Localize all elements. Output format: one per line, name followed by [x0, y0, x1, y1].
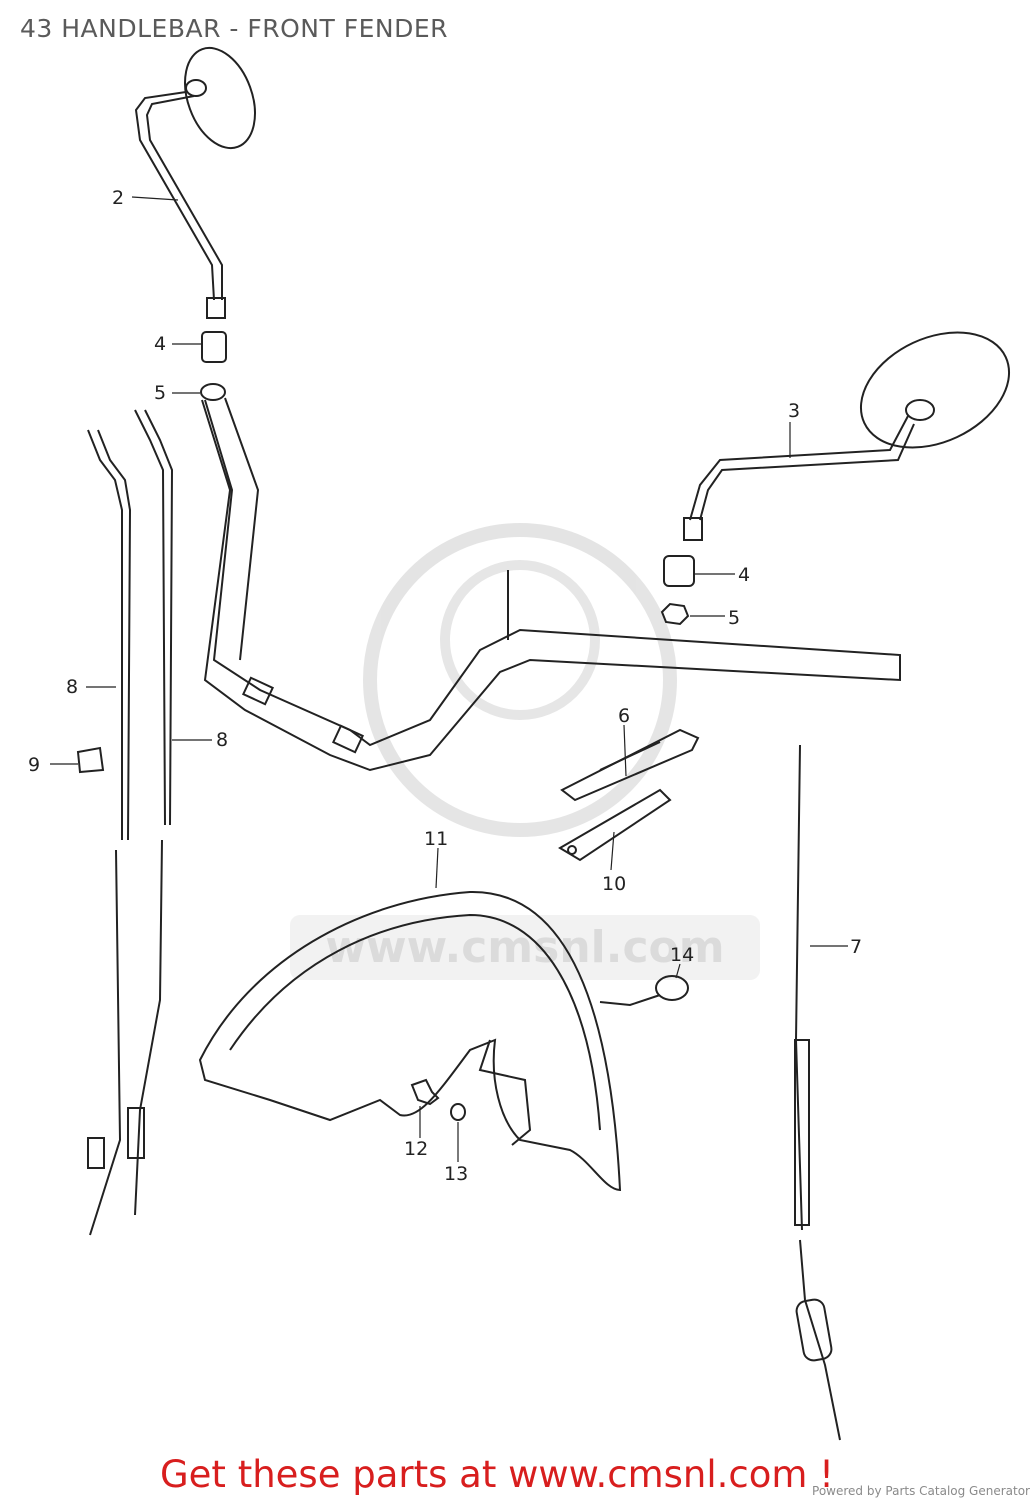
leader-lines [50, 196, 848, 1162]
strap[interactable] [560, 728, 700, 802]
callouts: 2 3 4 4 5 5 6 7 8 8 9 10 11 12 13 14 [28, 187, 862, 1185]
left-adapter-nut[interactable] [201, 331, 227, 363]
watermark-text: www.cmsnl.com [325, 922, 724, 973]
callout-4-left: 4 [154, 333, 166, 355]
reflector[interactable] [599, 975, 689, 1007]
watermark: www.cmsnl.com [290, 523, 760, 980]
callout-5-left: 5 [154, 382, 166, 404]
fender-bracket[interactable] [558, 788, 672, 862]
left-mirror[interactable] [134, 38, 268, 319]
bolt[interactable] [410, 1078, 440, 1106]
callout-11: 11 [424, 828, 448, 850]
cable-8-left[interactable] [87, 429, 132, 1236]
callout-6: 6 [618, 705, 630, 727]
callout-13: 13 [444, 1163, 468, 1185]
cable-clip[interactable] [76, 746, 105, 774]
front-fender[interactable] [198, 890, 622, 1192]
right-lock-nut[interactable] [660, 602, 690, 626]
callout-10: 10 [602, 873, 626, 895]
callout-2: 2 [112, 187, 124, 209]
left-lock-nut[interactable] [200, 383, 226, 401]
callout-4-right: 4 [738, 564, 750, 586]
callout-14: 14 [670, 944, 694, 966]
right-adapter-nut[interactable] [663, 555, 695, 587]
callout-8-left: 8 [66, 676, 78, 698]
cable-8-right[interactable] [127, 409, 174, 1216]
page-title: 43 HANDLEBAR - FRONT FENDER [20, 14, 449, 43]
right-mirror[interactable] [683, 310, 1028, 541]
order-link[interactable]: Get these parts at www.cmsnl.com ! [160, 1453, 835, 1496]
washer[interactable] [450, 1103, 466, 1121]
callout-7: 7 [850, 936, 862, 958]
cable-7[interactable] [794, 744, 841, 1441]
callout-9: 9 [28, 754, 40, 776]
callout-12: 12 [404, 1138, 428, 1160]
handlebar[interactable] [201, 397, 901, 772]
callout-3: 3 [788, 400, 800, 422]
powered-by-credit: Powered by Parts Catalog Generator [812, 1484, 1030, 1498]
parts-diagram: www.cmsnl.com [28, 38, 1028, 1441]
callout-5-right: 5 [728, 607, 740, 629]
callout-8-right: 8 [216, 729, 228, 751]
